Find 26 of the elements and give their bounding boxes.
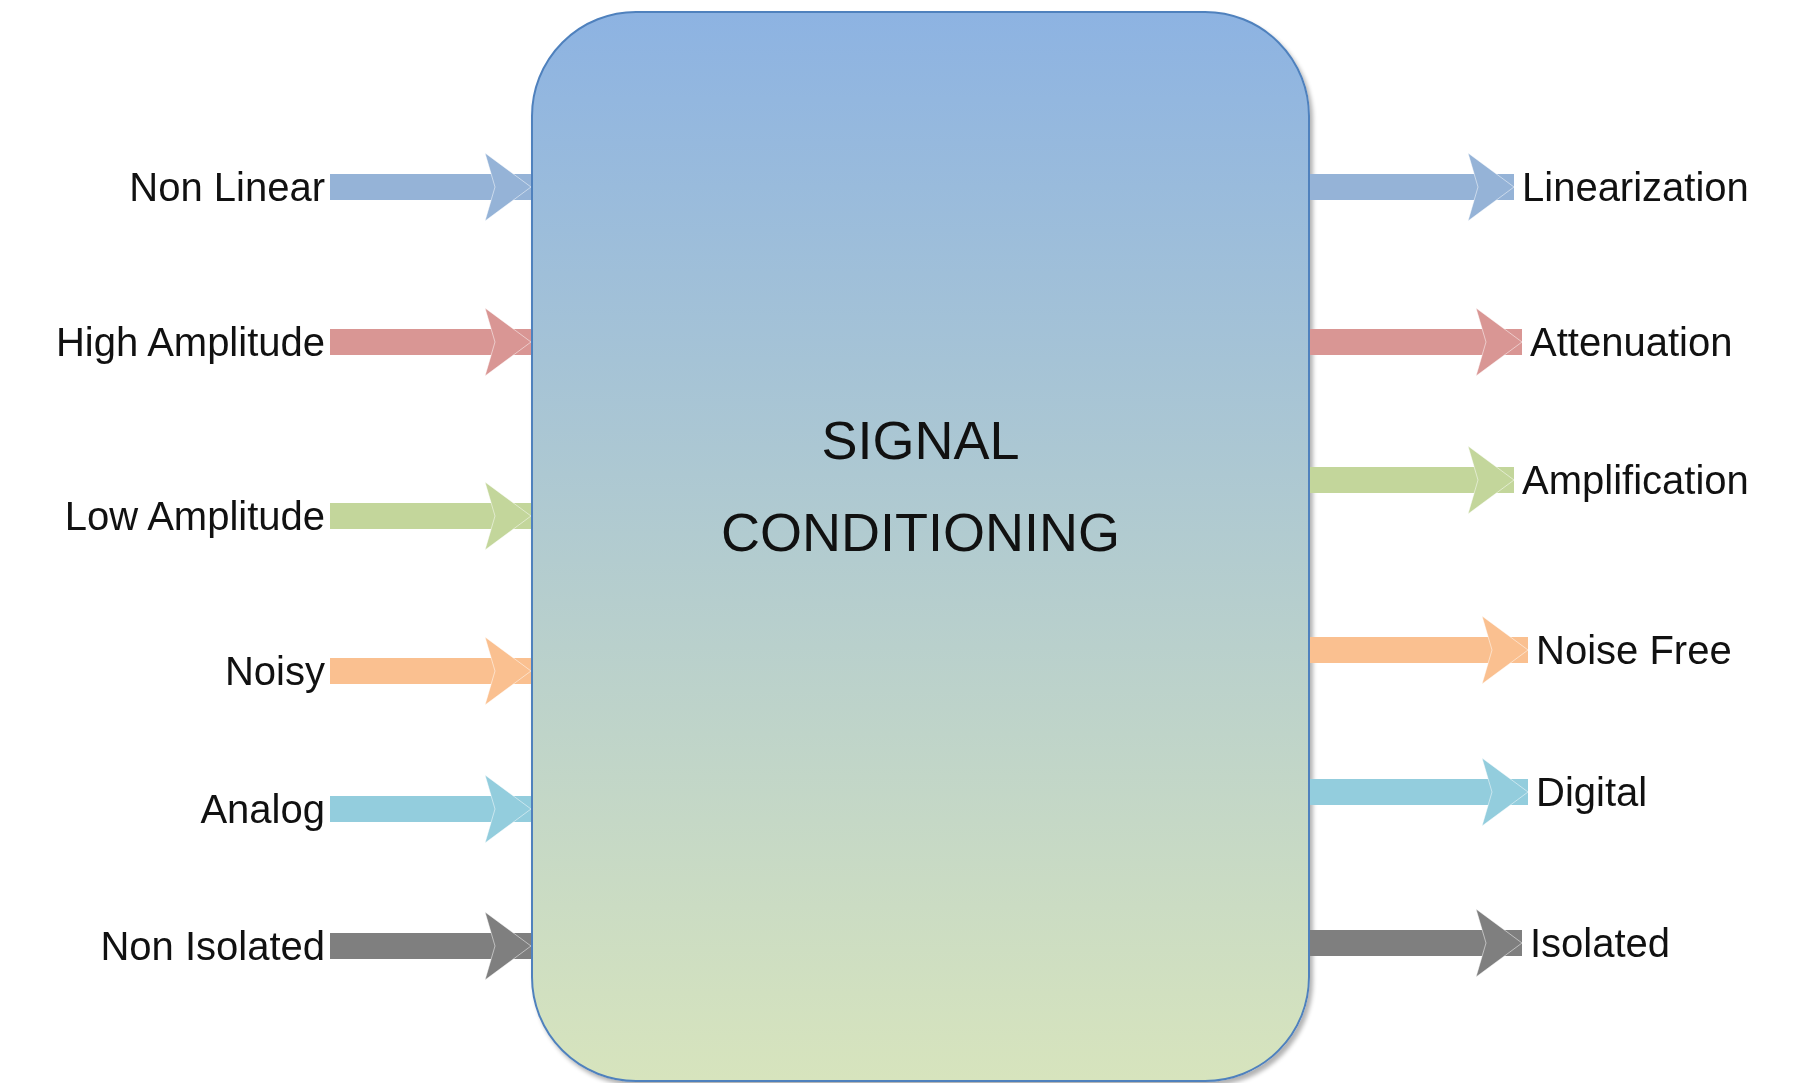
output-label: Isolated [1530, 920, 1671, 966]
input-label: Non Linear [129, 164, 325, 210]
input-label: Noisy [224, 648, 325, 694]
block-arrow [330, 307, 532, 377]
output-label: Attenuation [1530, 319, 1733, 365]
output-label: Amplification [1522, 457, 1749, 503]
block-arrow [1310, 615, 1529, 685]
process-box [531, 11, 1310, 1082]
output-label: Linearization [1522, 164, 1749, 210]
block-arrow [1310, 152, 1515, 222]
input-label: Analog [200, 786, 325, 832]
block-arrow [330, 636, 532, 706]
output-label: Digital [1536, 769, 1648, 815]
input-label: High Amplitude [55, 319, 325, 365]
block-arrow [330, 481, 532, 551]
block-arrow [1310, 757, 1529, 827]
block-arrow [1310, 445, 1515, 515]
block-arrow [330, 774, 532, 844]
input-label: Low Amplitude [64, 493, 325, 539]
output-label: Noise Free [1536, 627, 1732, 673]
box-title: SIGNAL CONDITIONING [720, 408, 1121, 564]
block-arrow [330, 152, 532, 222]
block-arrow [1310, 307, 1523, 377]
block-arrow [330, 911, 532, 981]
input-label: Non Isolated [100, 923, 325, 969]
block-arrow [1310, 908, 1523, 978]
